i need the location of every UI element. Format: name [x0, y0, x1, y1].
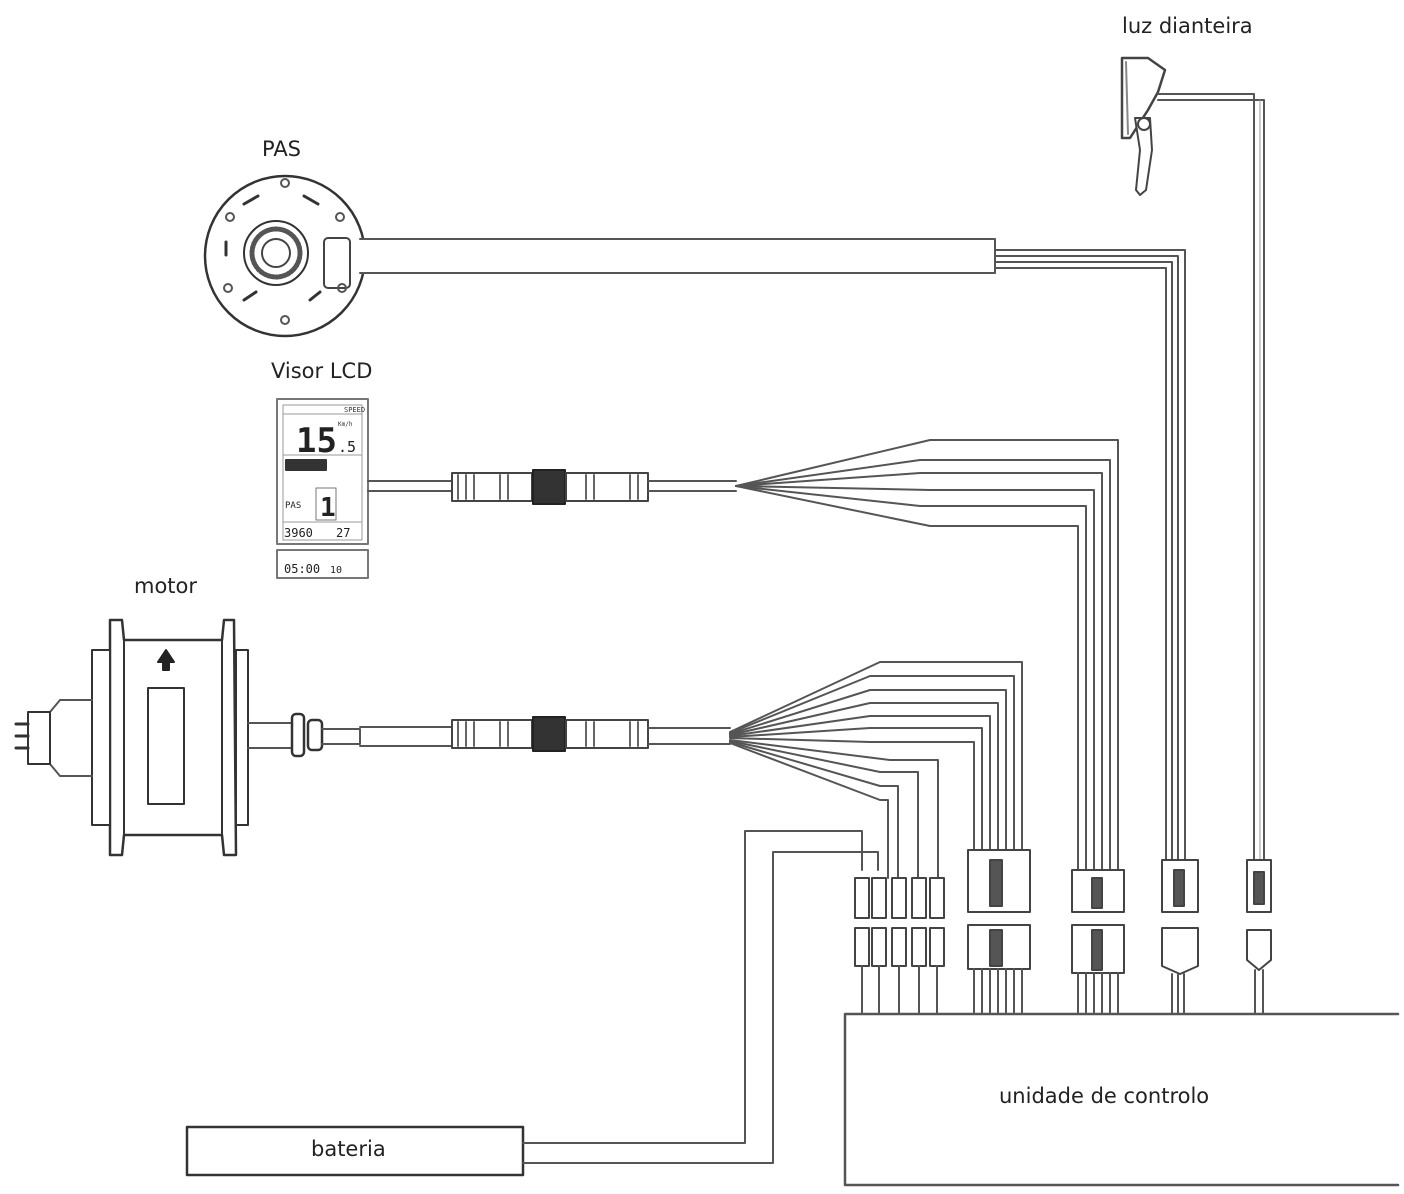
- motor: [14, 618, 1023, 879]
- controller-label: unidade de controlo: [999, 1084, 1210, 1108]
- motor-label: motor: [134, 574, 198, 598]
- lcd-pas-label: PAS: [285, 501, 301, 511]
- battery-label: bateria: [311, 1137, 386, 1161]
- lcd-speed-decimal: .5: [338, 438, 356, 456]
- pas-sensor: [203, 174, 1186, 861]
- lcd-label: Visor LCD: [271, 359, 373, 383]
- pas-label: PAS: [262, 137, 302, 161]
- lcd-unit: Km/h: [338, 421, 353, 428]
- lcd-display: SPEED Km/h 15 .5 PAS 1 3960 27 05:00 10: [276, 398, 369, 579]
- lcd-speed-main: 15: [296, 421, 337, 461]
- controller-unit: [843, 1012, 1400, 1187]
- lcd-header: SPEED: [344, 406, 365, 414]
- lcd-cable: [367, 439, 1119, 871]
- pas-connector: [1161, 859, 1199, 1015]
- front-light-label: luz dianteira: [1122, 14, 1253, 38]
- lcd-pas-level: 1: [320, 493, 336, 523]
- lcd-temp: 27: [336, 526, 350, 540]
- hall-connector: [967, 849, 1031, 1015]
- lcd-odo: 3960: [284, 526, 313, 540]
- lcd-trip: 10: [330, 565, 342, 576]
- battery: [185, 830, 879, 1177]
- lcd-connector: [1071, 869, 1125, 1015]
- bullet-connectors: [854, 877, 945, 1015]
- front-light: [1120, 56, 1265, 861]
- light-connector: [1246, 859, 1272, 1015]
- lcd-time: 05:00: [284, 562, 320, 576]
